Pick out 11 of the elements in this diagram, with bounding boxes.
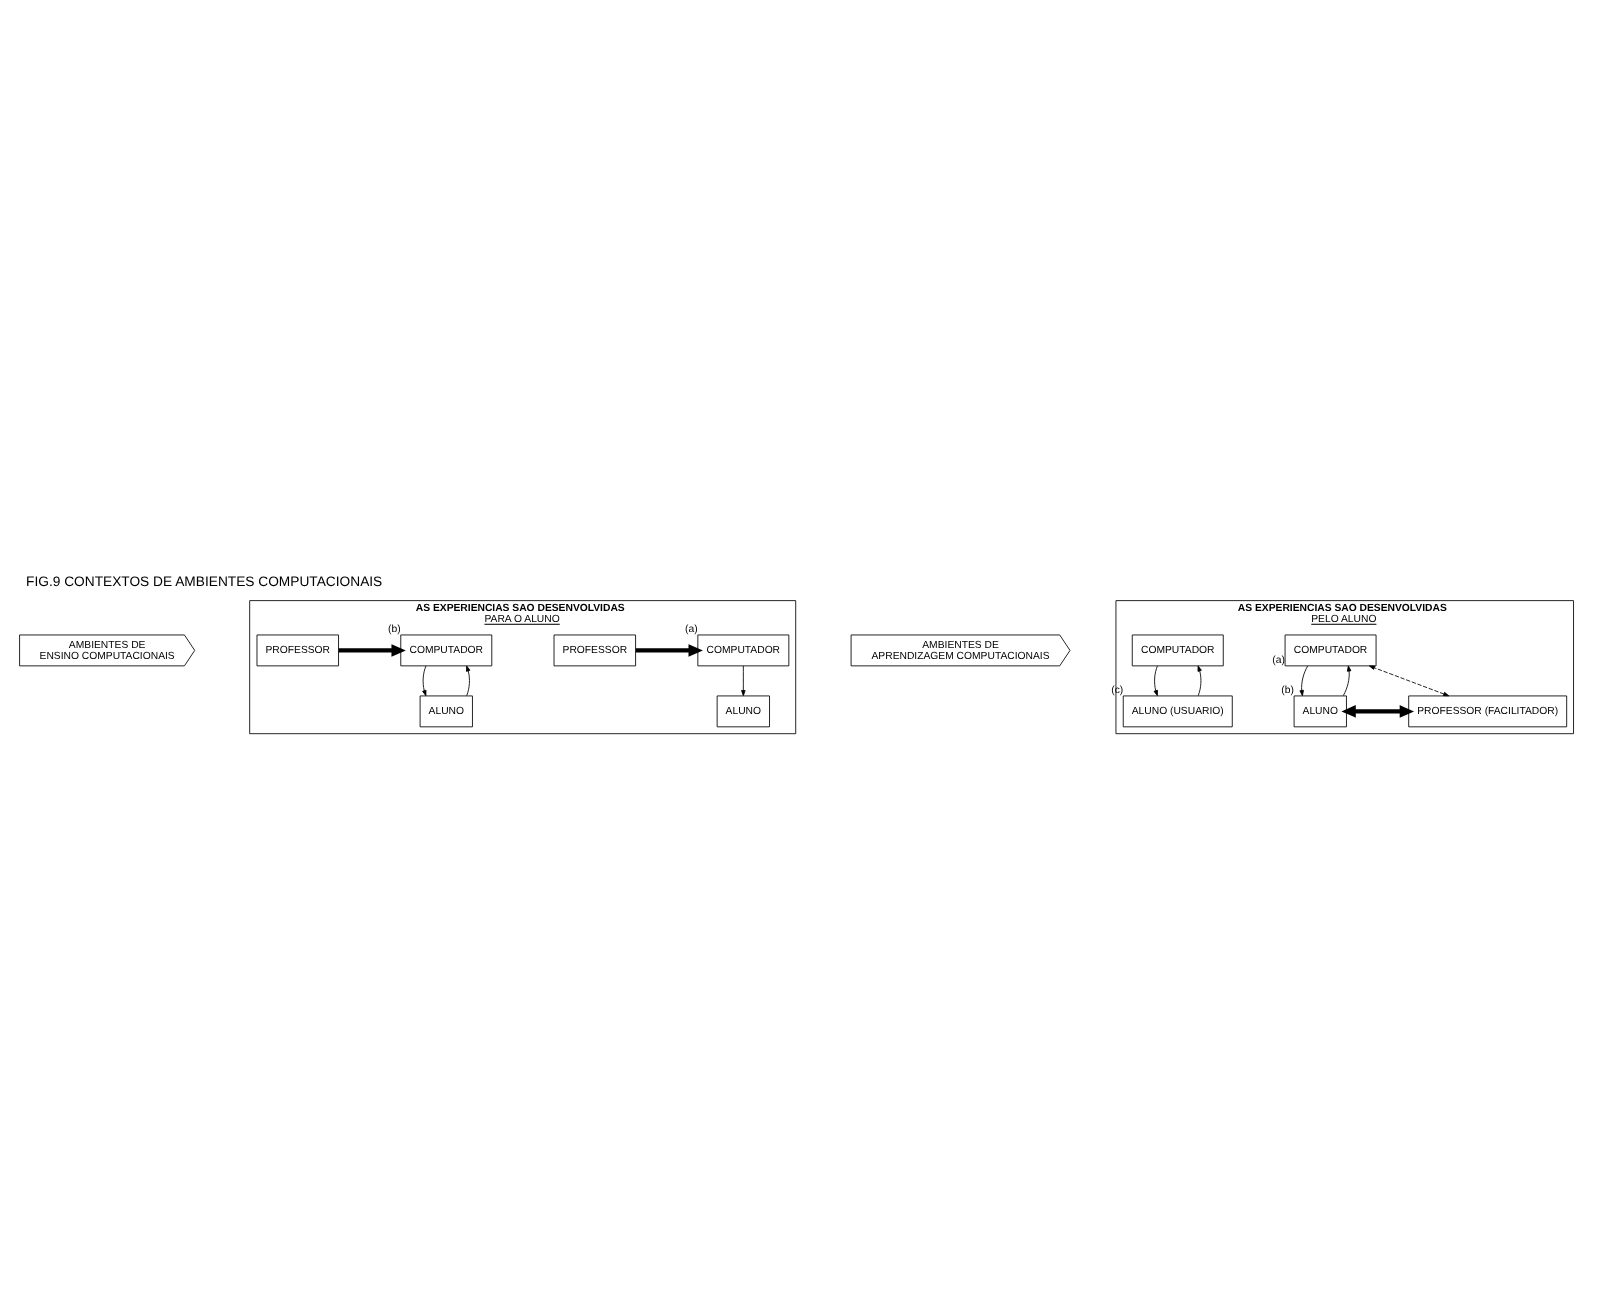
arrow — [1299, 665, 1309, 697]
arrow — [1342, 665, 1352, 697]
arrow — [741, 665, 746, 697]
arrow — [1341, 705, 1415, 718]
arrow — [1153, 665, 1158, 697]
arrow — [1197, 665, 1202, 697]
arrow — [338, 644, 406, 657]
arrow — [422, 665, 427, 697]
arrow — [635, 644, 703, 657]
arrow — [466, 665, 471, 697]
arrow — [1369, 665, 1450, 697]
